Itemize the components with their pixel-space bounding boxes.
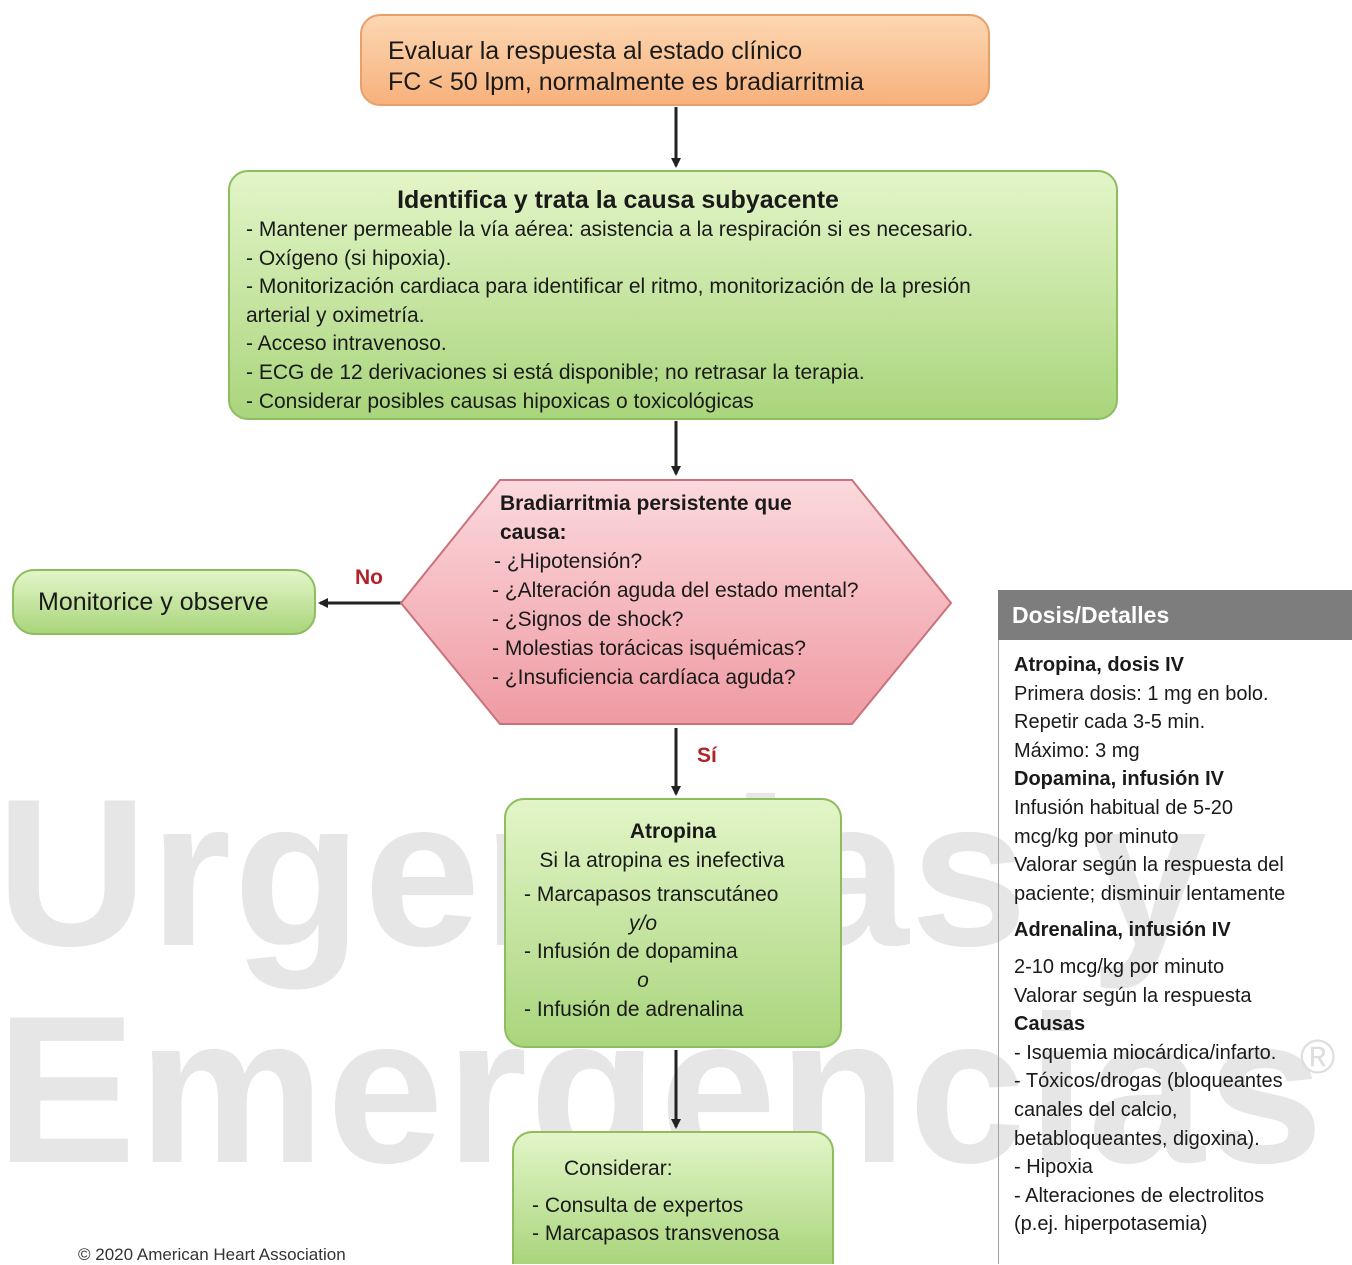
panel-line: - Hipoxia — [1014, 1156, 1093, 1179]
cause-line: - Considerar posibles causas hipoxicas o… — [246, 389, 754, 413]
evaluate-line-2: FC < 50 lpm, normalmente es bradiarritmi… — [388, 68, 864, 96]
panel-line: Infusión habitual de 5-20 — [1014, 796, 1234, 819]
panel-line: - Tóxicos/drogas (bloqueantes — [1014, 1070, 1283, 1093]
decision-item: - ¿Hipotensión? — [494, 550, 643, 573]
dosis-panel: Dosis/Detalles Atropina, dosis IV Primer… — [998, 590, 1352, 1264]
monitor-box: Monitorice y observe — [12, 569, 316, 635]
cause-line: - Mantener permeable la vía aérea: asist… — [246, 218, 974, 241]
atropina-item: - Infusión de dopamina — [524, 940, 738, 964]
panel-line: betabloqueantes, digoxina). — [1014, 1127, 1260, 1150]
cause-title: Identifica y trata la causa subyacente — [397, 186, 839, 214]
decision-item: - Molestias torácicas isquémicas? — [492, 637, 806, 660]
atropina-item: - Marcapasos transcutáneo — [524, 883, 779, 907]
cause-line: - Oxígeno (si hipoxia). — [246, 246, 452, 270]
cause-line: - Acceso intravenoso. — [246, 332, 447, 356]
decision-title: causa: — [500, 521, 567, 544]
cause-line: - Monitorización cardiaca para identific… — [246, 275, 971, 299]
atropina-conjunction: o — [637, 968, 649, 992]
panel-line: - Isquemia miocárdica/infarto. — [1014, 1041, 1277, 1064]
decision-item: - ¿Signos de shock? — [492, 608, 684, 631]
decision-hexagon — [400, 479, 952, 725]
panel-line: Valorar según la respuesta del — [1014, 854, 1284, 877]
cause-line: arterial y oximetría. — [246, 303, 425, 327]
dopamina-dose-heading: Dopamina, infusión IV — [1014, 768, 1225, 791]
atropina-conjunction: y/o — [628, 911, 657, 935]
panel-line: canales del calcio, — [1014, 1098, 1178, 1121]
decision-title: Bradiarritmia persistente que — [500, 492, 792, 515]
yes-label: Sí — [697, 744, 717, 767]
panel-body: Atropina, dosis IV Primera dosis: 1 mg e… — [998, 640, 1350, 1264]
panel-title: Dosis/Detalles — [998, 590, 1352, 640]
copyright: © 2020 American Heart Association — [78, 1245, 346, 1264]
panel-line: Primera dosis: 1 mg en bolo. — [1014, 682, 1269, 705]
atropina-item: - Infusión de adrenalina — [524, 997, 744, 1021]
atropina-box: Atropina Si la atropina es inefectiva - … — [504, 798, 842, 1048]
decision-item: - ¿Insuficiencia cardíaca aguda? — [492, 666, 796, 689]
adrenalina-dose-heading: Adrenalina, infusión IV — [1014, 919, 1231, 942]
atropina-dose-heading: Atropina, dosis IV — [1014, 654, 1185, 676]
cause-box: Identifica y trata la causa subyacente -… — [228, 170, 1118, 420]
evaluate-box: Evaluar la respuesta al estado clínico F… — [360, 14, 990, 106]
evaluate-line-1: Evaluar la respuesta al estado clínico — [388, 37, 803, 65]
panel-line: 2-10 mcg/kg por minuto — [1014, 955, 1225, 978]
panel-line: Valorar según la respuesta — [1014, 984, 1252, 1007]
decision-item: - ¿Alteración aguda del estado mental? — [492, 579, 859, 602]
decision-text: Bradiarritmia persistente que causa: - ¿… — [492, 489, 912, 692]
panel-line: paciente; disminuir lentamente — [1014, 882, 1286, 905]
panel-line: (p.ej. hiperpotasemia) — [1014, 1213, 1208, 1236]
considerar-box: Considerar: - Consulta de expertos - Mar… — [512, 1131, 834, 1264]
atropina-subtitle: Si la atropina es inefectiva — [539, 848, 785, 872]
considerar-item: - Consulta de expertos — [532, 1193, 744, 1217]
panel-line: mcg/kg por minuto — [1014, 825, 1179, 848]
causas-heading: Causas — [1014, 1013, 1086, 1036]
panel-line: Máximo: 3 mg — [1014, 739, 1140, 762]
panel-line: Repetir cada 3-5 min. — [1014, 711, 1206, 734]
considerar-item: - Marcapasos transvenosa — [532, 1222, 780, 1246]
atropina-title: Atropina — [629, 820, 717, 843]
considerar-title: Considerar: — [564, 1157, 673, 1180]
panel-line: - Alteraciones de electrolitos — [1014, 1184, 1265, 1207]
no-label: No — [355, 566, 383, 589]
cause-line: - ECG de 12 derivaciones si está disponi… — [246, 360, 865, 384]
